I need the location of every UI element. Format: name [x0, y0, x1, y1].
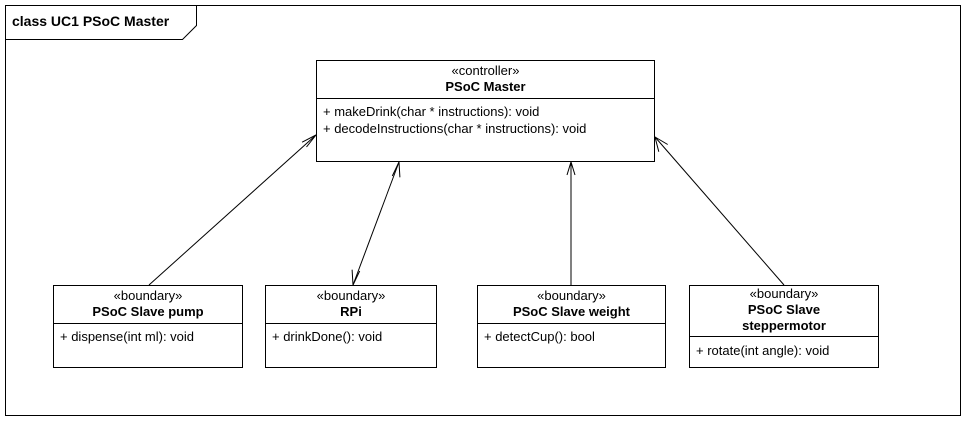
operations-compartment: + drinkDone(): void [266, 324, 436, 349]
class-header: «boundary» PSoC Slave steppermotor [690, 286, 878, 337]
operations-compartment: + detectCup(): bool [478, 324, 665, 349]
association-rpi-master [352, 161, 400, 286]
operation: + makeDrink(char * instructions): void [323, 104, 540, 119]
association-stepper-master [654, 136, 785, 286]
operations-compartment: + rotate(int angle): void [690, 337, 878, 363]
arrowhead-weight-master [566, 160, 576, 176]
class-header: «boundary» PSoC Slave weight [478, 286, 665, 324]
association-pump-master [148, 134, 317, 286]
class-name: PSoC Slave pump [92, 304, 204, 319]
frame-title: class UC1 PSoC Master [12, 13, 170, 29]
class-name: PSoC Master [445, 79, 526, 94]
stereotype: «controller» [451, 63, 520, 78]
arrowhead-stepper-master [654, 135, 668, 152]
operations-compartment: + dispense(int ml): void [54, 324, 242, 349]
operation: + drinkDone(): void [272, 329, 383, 344]
class-name: PSoC Slave weight [512, 304, 631, 319]
class-header: «boundary» RPi [266, 286, 436, 324]
class-psoc-slave-weight[interactable]: «boundary» PSoC Slave weight + detectCup… [477, 285, 666, 368]
class-rpi[interactable]: «boundary» RPi + drinkDone(): void [265, 285, 437, 368]
stereotype: «boundary» [749, 286, 819, 301]
class-header: «boundary» PSoC Slave pump [54, 286, 242, 324]
frame-title-tab [5, 5, 197, 40]
class-header: «controller» PSoC Master [317, 61, 654, 99]
class-name-line: steppermotor [742, 318, 826, 333]
arrowhead-rpi-master-top [391, 161, 401, 178]
operation: + decodeInstructions(char * instructions… [323, 121, 587, 136]
class-name: RPi [340, 304, 362, 319]
stereotype: «boundary» [113, 288, 183, 303]
diagram-frame [5, 5, 961, 416]
operation: + rotate(int angle): void [696, 343, 830, 358]
operations-compartment: + makeDrink(char * instructions): void +… [317, 99, 654, 141]
class-psoc-slave-steppermotor[interactable]: «boundary» PSoC Slave steppermotor + rot… [689, 285, 879, 368]
operation: + detectCup(): bool [484, 329, 595, 344]
stereotype: «boundary» [537, 288, 606, 303]
class-psoc-slave-pump[interactable]: «boundary» PSoC Slave pump + dispense(in… [53, 285, 243, 368]
class-name-line: PSoC Slave [747, 302, 821, 317]
stereotype: «boundary» [316, 288, 386, 303]
operation: + dispense(int ml): void [60, 329, 195, 344]
class-psoc-master[interactable]: «controller» PSoC Master + makeDrink(cha… [316, 60, 655, 162]
